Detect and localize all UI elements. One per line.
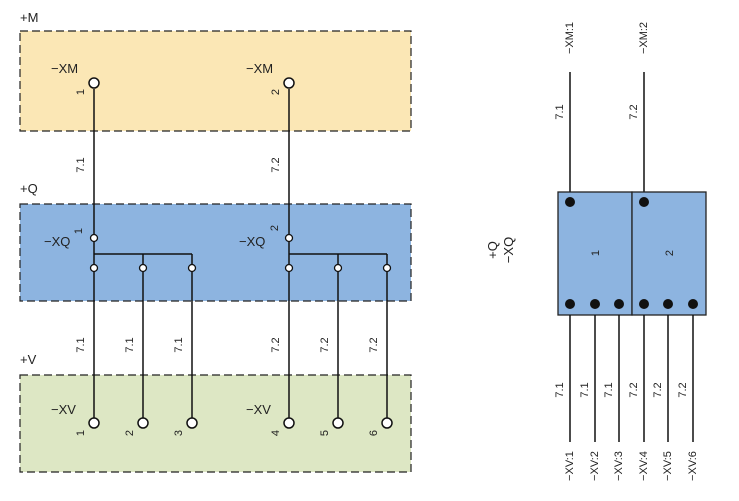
block-section-2[interactable] [631, 191, 707, 316]
bridge-node [284, 263, 294, 273]
block-contact-top [565, 197, 575, 207]
block-top-wire-number: 7.1 [554, 104, 566, 119]
block-top-ref: −XM:2 [638, 22, 650, 54]
xq-terminal-1[interactable] [89, 233, 99, 243]
block-section-label: 1 [590, 250, 602, 256]
block-contact-bottom [688, 299, 698, 309]
xv-terminal-6[interactable] [381, 417, 393, 429]
xv-terminal-3[interactable] [186, 417, 198, 429]
bridge-node [382, 263, 392, 273]
terminal-number: 1 [75, 89, 87, 95]
block-top-wire-number: 7.2 [628, 104, 640, 119]
zone-m-label: +M [20, 10, 38, 25]
terminal-number: 2 [269, 225, 281, 231]
block-designation-id: −XQ [501, 237, 516, 263]
block-contact-bottom [590, 299, 600, 309]
wire-label: 7.1 [124, 337, 136, 352]
wire-label: 7.2 [368, 337, 380, 352]
wire-label: 7.2 [270, 337, 282, 352]
xm-designation: −XM [246, 61, 273, 76]
terminal-number: 1 [73, 228, 85, 234]
bridge-node [187, 263, 197, 273]
block-bottom-ref: −XV:3 [613, 451, 625, 481]
block-designation-location: +Q [485, 241, 500, 259]
terminal-number: 3 [173, 430, 185, 436]
bridge-node [333, 263, 343, 273]
block-contact-bottom [565, 299, 575, 309]
xv-terminal-5[interactable] [332, 417, 344, 429]
block-bottom-ref: −XV:2 [589, 451, 601, 481]
zone-q [19, 203, 412, 302]
block-bottom-wire-number: 7.2 [652, 382, 664, 397]
terminal-number: 2 [124, 430, 136, 436]
block-top-ref: −XM:1 [564, 22, 576, 54]
xm-designation: −XM [51, 61, 78, 76]
xm-terminal-2[interactable] [283, 77, 295, 89]
block-bottom-wire-number: 7.1 [579, 382, 591, 397]
xv-terminal-4[interactable] [283, 417, 295, 429]
wire-label: 7.2 [270, 157, 282, 172]
block-section-1[interactable] [557, 191, 633, 316]
wire-label: 7.1 [173, 337, 185, 352]
xq-designation: −XQ [239, 234, 265, 249]
zone-q-label: +Q [20, 181, 38, 196]
terminal-number: 2 [270, 89, 282, 95]
xm-terminal-1[interactable] [88, 77, 100, 89]
bridge-node [89, 263, 99, 273]
terminal-number: 6 [368, 430, 380, 436]
block-contact-bottom [663, 299, 673, 309]
xq-terminal-2[interactable] [284, 233, 294, 243]
block-bottom-wire-number: 7.2 [677, 382, 689, 397]
terminal-number: 4 [270, 430, 282, 436]
block-bottom-ref: −XV:4 [638, 451, 650, 481]
block-bottom-ref: −XV:6 [687, 451, 699, 481]
terminal-number: 1 [75, 430, 87, 436]
block-contact-bottom [639, 299, 649, 309]
xv-designation: −XV [51, 402, 76, 417]
terminal-number: 5 [319, 430, 331, 436]
xv-designation: −XV [246, 402, 271, 417]
xv-terminal-1[interactable] [88, 417, 100, 429]
block-bottom-wire-number: 7.2 [628, 382, 640, 397]
wire-label: 7.1 [75, 157, 87, 172]
block-contact-top [639, 197, 649, 207]
xq-designation: −XQ [44, 234, 70, 249]
block-bottom-wire-number: 7.1 [554, 382, 566, 397]
zone-v [19, 374, 412, 473]
zone-m [19, 30, 412, 132]
block-section-label: 2 [664, 250, 676, 256]
zone-v-label: +V [20, 352, 37, 367]
wire-label: 7.2 [319, 337, 331, 352]
block-bottom-wire-number: 7.1 [603, 382, 615, 397]
block-bottom-ref: −XV:5 [662, 451, 674, 481]
bridge-node [138, 263, 148, 273]
wire-label: 7.1 [75, 337, 87, 352]
xv-terminal-2[interactable] [137, 417, 149, 429]
block-contact-bottom [614, 299, 624, 309]
block-bottom-ref: −XV:1 [564, 451, 576, 481]
